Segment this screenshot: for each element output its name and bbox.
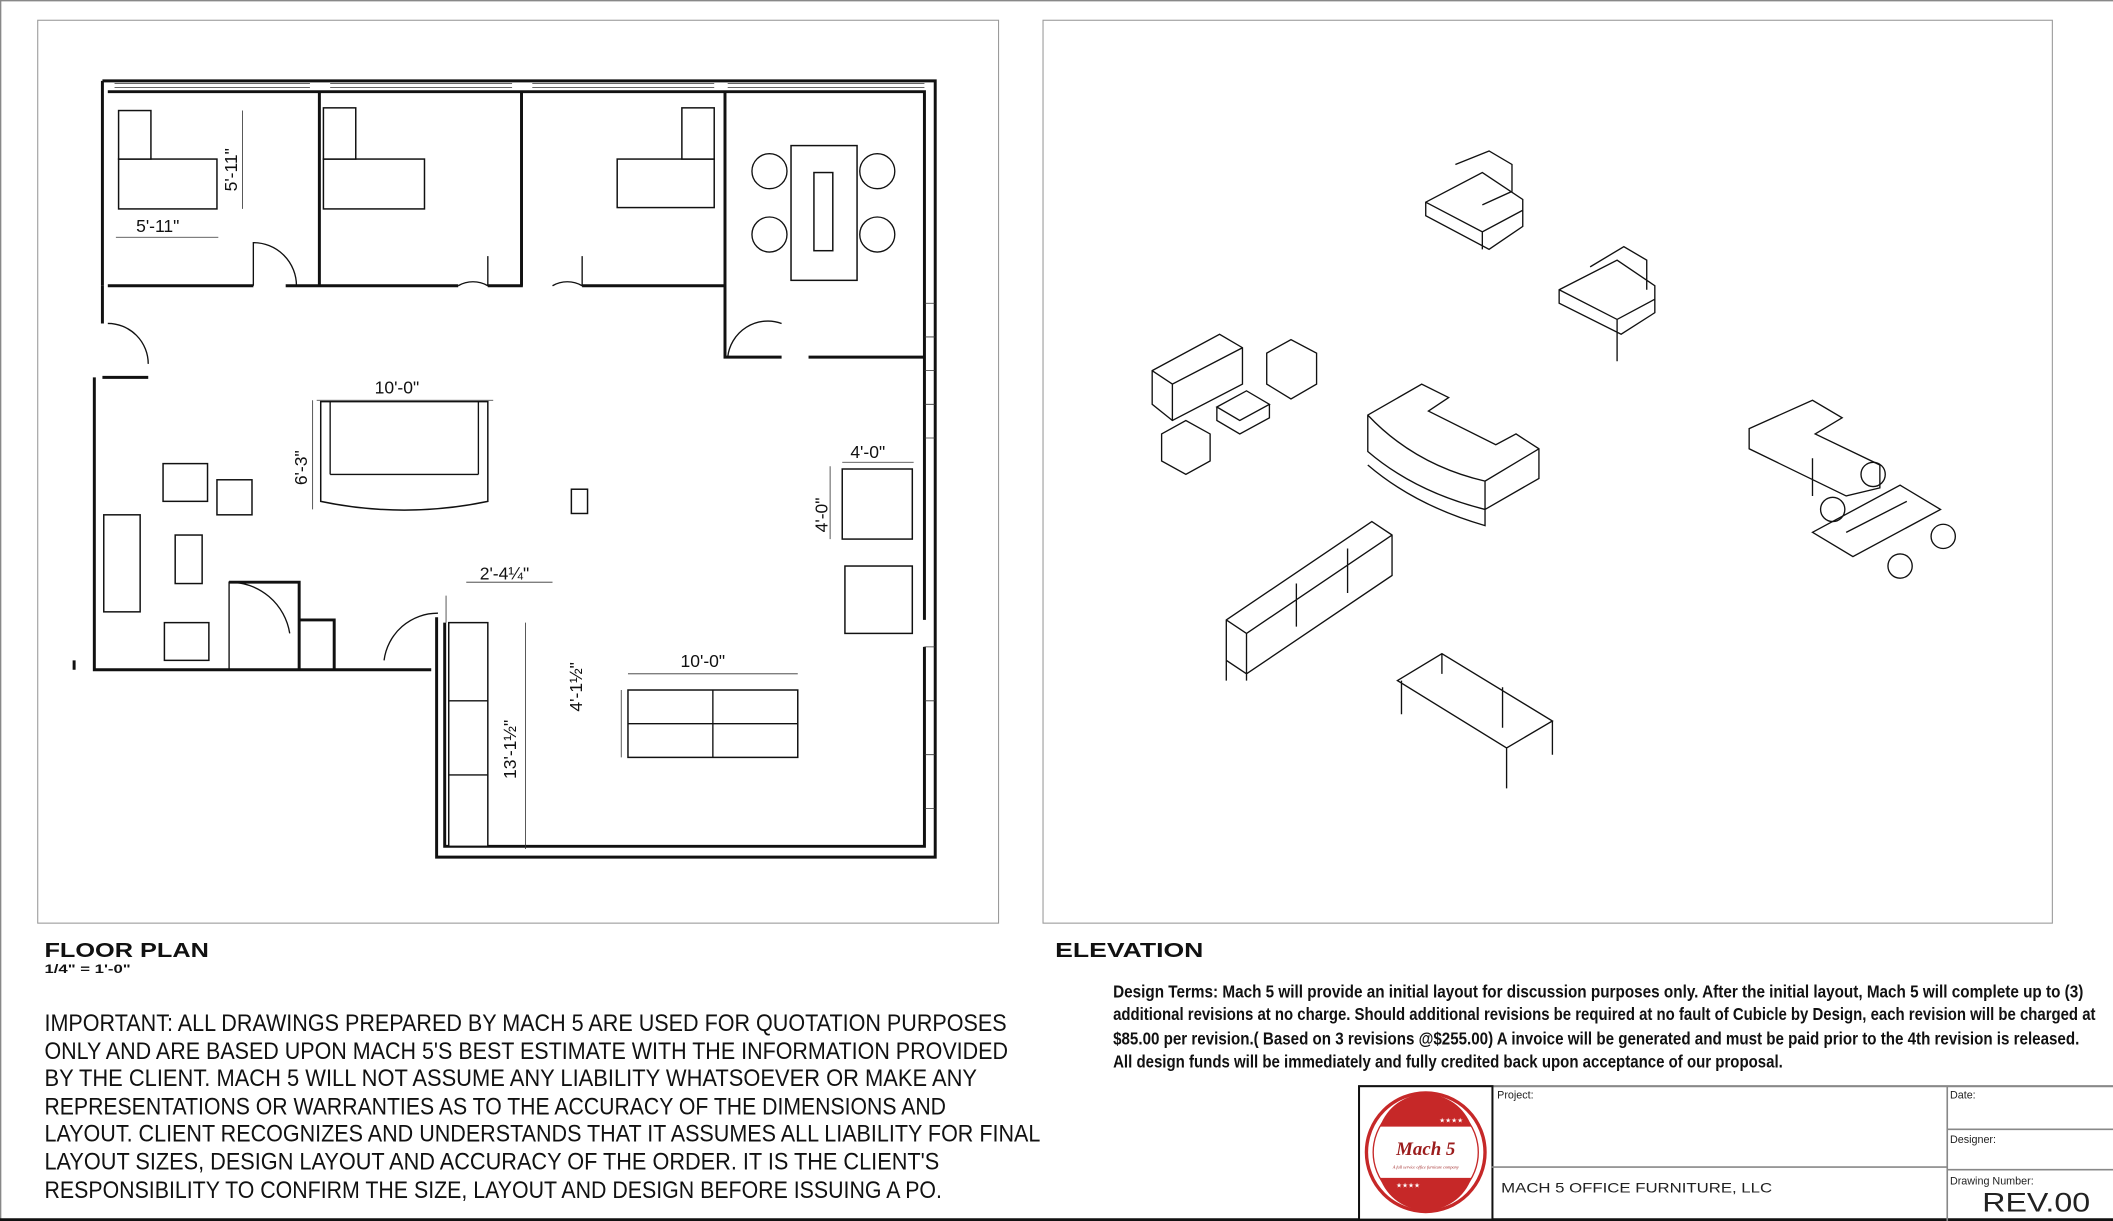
- iso-reception: [1367, 383, 1540, 527]
- dim-reception-width: 10'-0": [375, 378, 420, 398]
- svg-text:★★★★: ★★★★: [1396, 1181, 1420, 1189]
- title-block: ★★★★ ★★★★ Mach 5 A full service office f…: [1358, 1085, 2113, 1221]
- drawing-number-label: Drawing Number:: [1950, 1176, 2034, 1188]
- disclaimer-line: RESPONSIBILITY TO CONFIRM THE SIZE, LAYO…: [44, 1177, 941, 1204]
- iso-desk-1: [1425, 150, 1524, 251]
- dim-table-depth: 4'-0": [811, 497, 831, 532]
- dim-storage-length: 13'-1½": [500, 720, 520, 779]
- disclaimer-line: BY THE CLIENT. MACH 5 WILL NOT ASSUME AN…: [44, 1065, 977, 1092]
- design-terms-line: $85.00 per revision.( Based on 3 revisio…: [1113, 1028, 2079, 1048]
- disclaimer-line: REPRESENTATIONS OR WARRANTIES AS TO THE …: [44, 1093, 946, 1120]
- iso-storage-shelf: [1225, 520, 1393, 681]
- floor-plan-title: FLOOR PLAN: [44, 940, 208, 962]
- project-label: Project:: [1497, 1089, 1534, 1101]
- dim-storage-depth: 2'-4¼": [480, 564, 529, 584]
- disclaimer-line: LAYOUT SIZES, DESIGN LAYOUT AND ACCURACY…: [44, 1149, 939, 1176]
- iso-desk-2: [1558, 245, 1656, 362]
- drawing-number: REV.00: [1982, 1188, 2090, 1218]
- floor-plan-scale: 1/4" = 1'-0": [44, 962, 130, 976]
- designer-label: Designer:: [1950, 1134, 1996, 1146]
- disclaimer-text: IMPORTANT: ALL DRAWINGS PREPARED BY MACH…: [44, 1010, 1040, 1204]
- iso-conference-set: [1748, 399, 1957, 579]
- mach5-logo: ★★★★ ★★★★ Mach 5 A full service office f…: [1364, 1091, 1487, 1214]
- svg-text:Mach 5: Mach 5: [1395, 1139, 1455, 1160]
- design-terms-line: Design Terms: Mach 5 will provide an ini…: [1113, 981, 2083, 1001]
- elevation-title: ELEVATION: [1055, 940, 1203, 962]
- iso-lounge: [1151, 333, 1318, 476]
- svg-text:★★★★: ★★★★: [1439, 1117, 1463, 1125]
- company-name: MACH 5 OFFICE FURNITURE, LLC: [1501, 1180, 1772, 1196]
- dim-office-depth: 5'-11": [221, 148, 241, 191]
- disclaimer-line: LAYOUT. CLIENT RECOGNIZES AND UNDERSTAND…: [44, 1120, 1040, 1147]
- elevation-viewport: [1042, 19, 2053, 924]
- floor-plan-viewport: 5'-11" 5'-11" 10'-0" 6'-3" 4'-0" 4'-0" 2…: [37, 19, 1000, 924]
- iso-bench: [1396, 652, 1554, 789]
- dim-bench-width: 10'-0": [681, 651, 726, 671]
- design-terms: Design Terms: Mach 5 will provide an ini…: [1113, 981, 2096, 1071]
- dim-office-width: 5'-11": [136, 216, 179, 236]
- disclaimer-line: ONLY AND ARE BASED UPON MACH 5'S BEST ES…: [44, 1038, 1008, 1065]
- dim-table-width: 4'-0": [850, 442, 885, 462]
- design-terms-line: All design funds will be immediately and…: [1113, 1051, 1783, 1071]
- dim-bench-depth: 4'-1½": [566, 662, 586, 711]
- svg-text:A full service office furnitur: A full service office furniture company: [1392, 1164, 1459, 1169]
- date-label: Date:: [1950, 1089, 1976, 1101]
- disclaimer-line: IMPORTANT: ALL DRAWINGS PREPARED BY MACH…: [44, 1010, 1006, 1037]
- design-terms-line: additional revisions at no charge. Shoul…: [1113, 1004, 2096, 1024]
- dim-reception-depth: 6'-3": [291, 450, 311, 485]
